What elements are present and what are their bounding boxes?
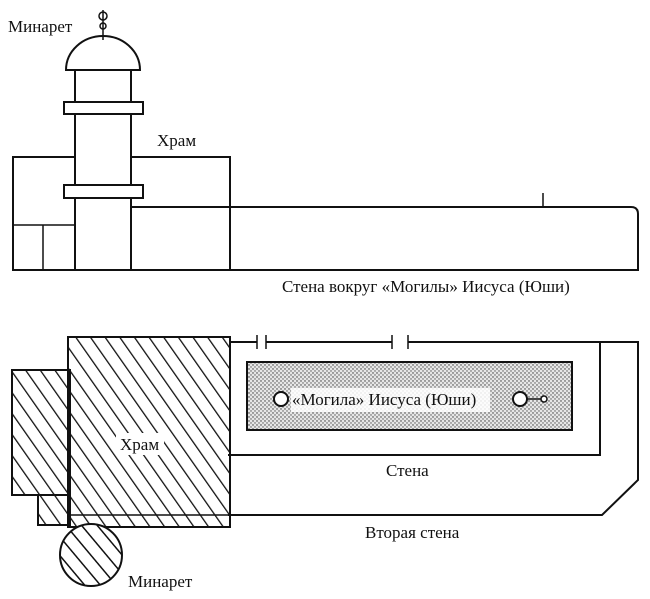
tomb-right-marker <box>512 391 528 407</box>
wall-label-top: Стена вокруг «Могилы» Иисуса (Юши) <box>282 277 570 296</box>
second-wall-label: Вторая стена <box>365 523 460 542</box>
temple-label-top: Храм <box>157 131 196 150</box>
minaret-lower-band <box>63 184 144 199</box>
minaret-plan <box>59 523 123 587</box>
minaret-cap <box>74 69 132 103</box>
inner-wall <box>228 342 601 456</box>
minaret-dome <box>64 35 142 71</box>
tomb-left-marker <box>273 391 289 407</box>
temple-label-plan: Храм <box>120 435 159 454</box>
tomb-label: «Могила» Иисуса (Юши) <box>292 390 476 409</box>
temple-step <box>37 494 71 526</box>
wall-label-plan: Стена <box>386 461 429 480</box>
temple-annex <box>11 369 71 496</box>
wall-elevation <box>131 206 639 271</box>
plan-view: Храм «Могила» Иисуса (Юши) Стена Вторая … <box>11 335 639 591</box>
minaret-upper-band <box>63 101 144 115</box>
minaret-label-plan: Минарет <box>128 572 193 591</box>
minaret-label-top: Минарет <box>8 17 73 36</box>
second-wall-outline <box>228 341 639 516</box>
temple-plan <box>67 336 231 528</box>
inner-wall-top <box>230 335 600 349</box>
elevation-view: Минарет Храм Стена вокруг «Могилы» Иисус… <box>8 10 639 296</box>
